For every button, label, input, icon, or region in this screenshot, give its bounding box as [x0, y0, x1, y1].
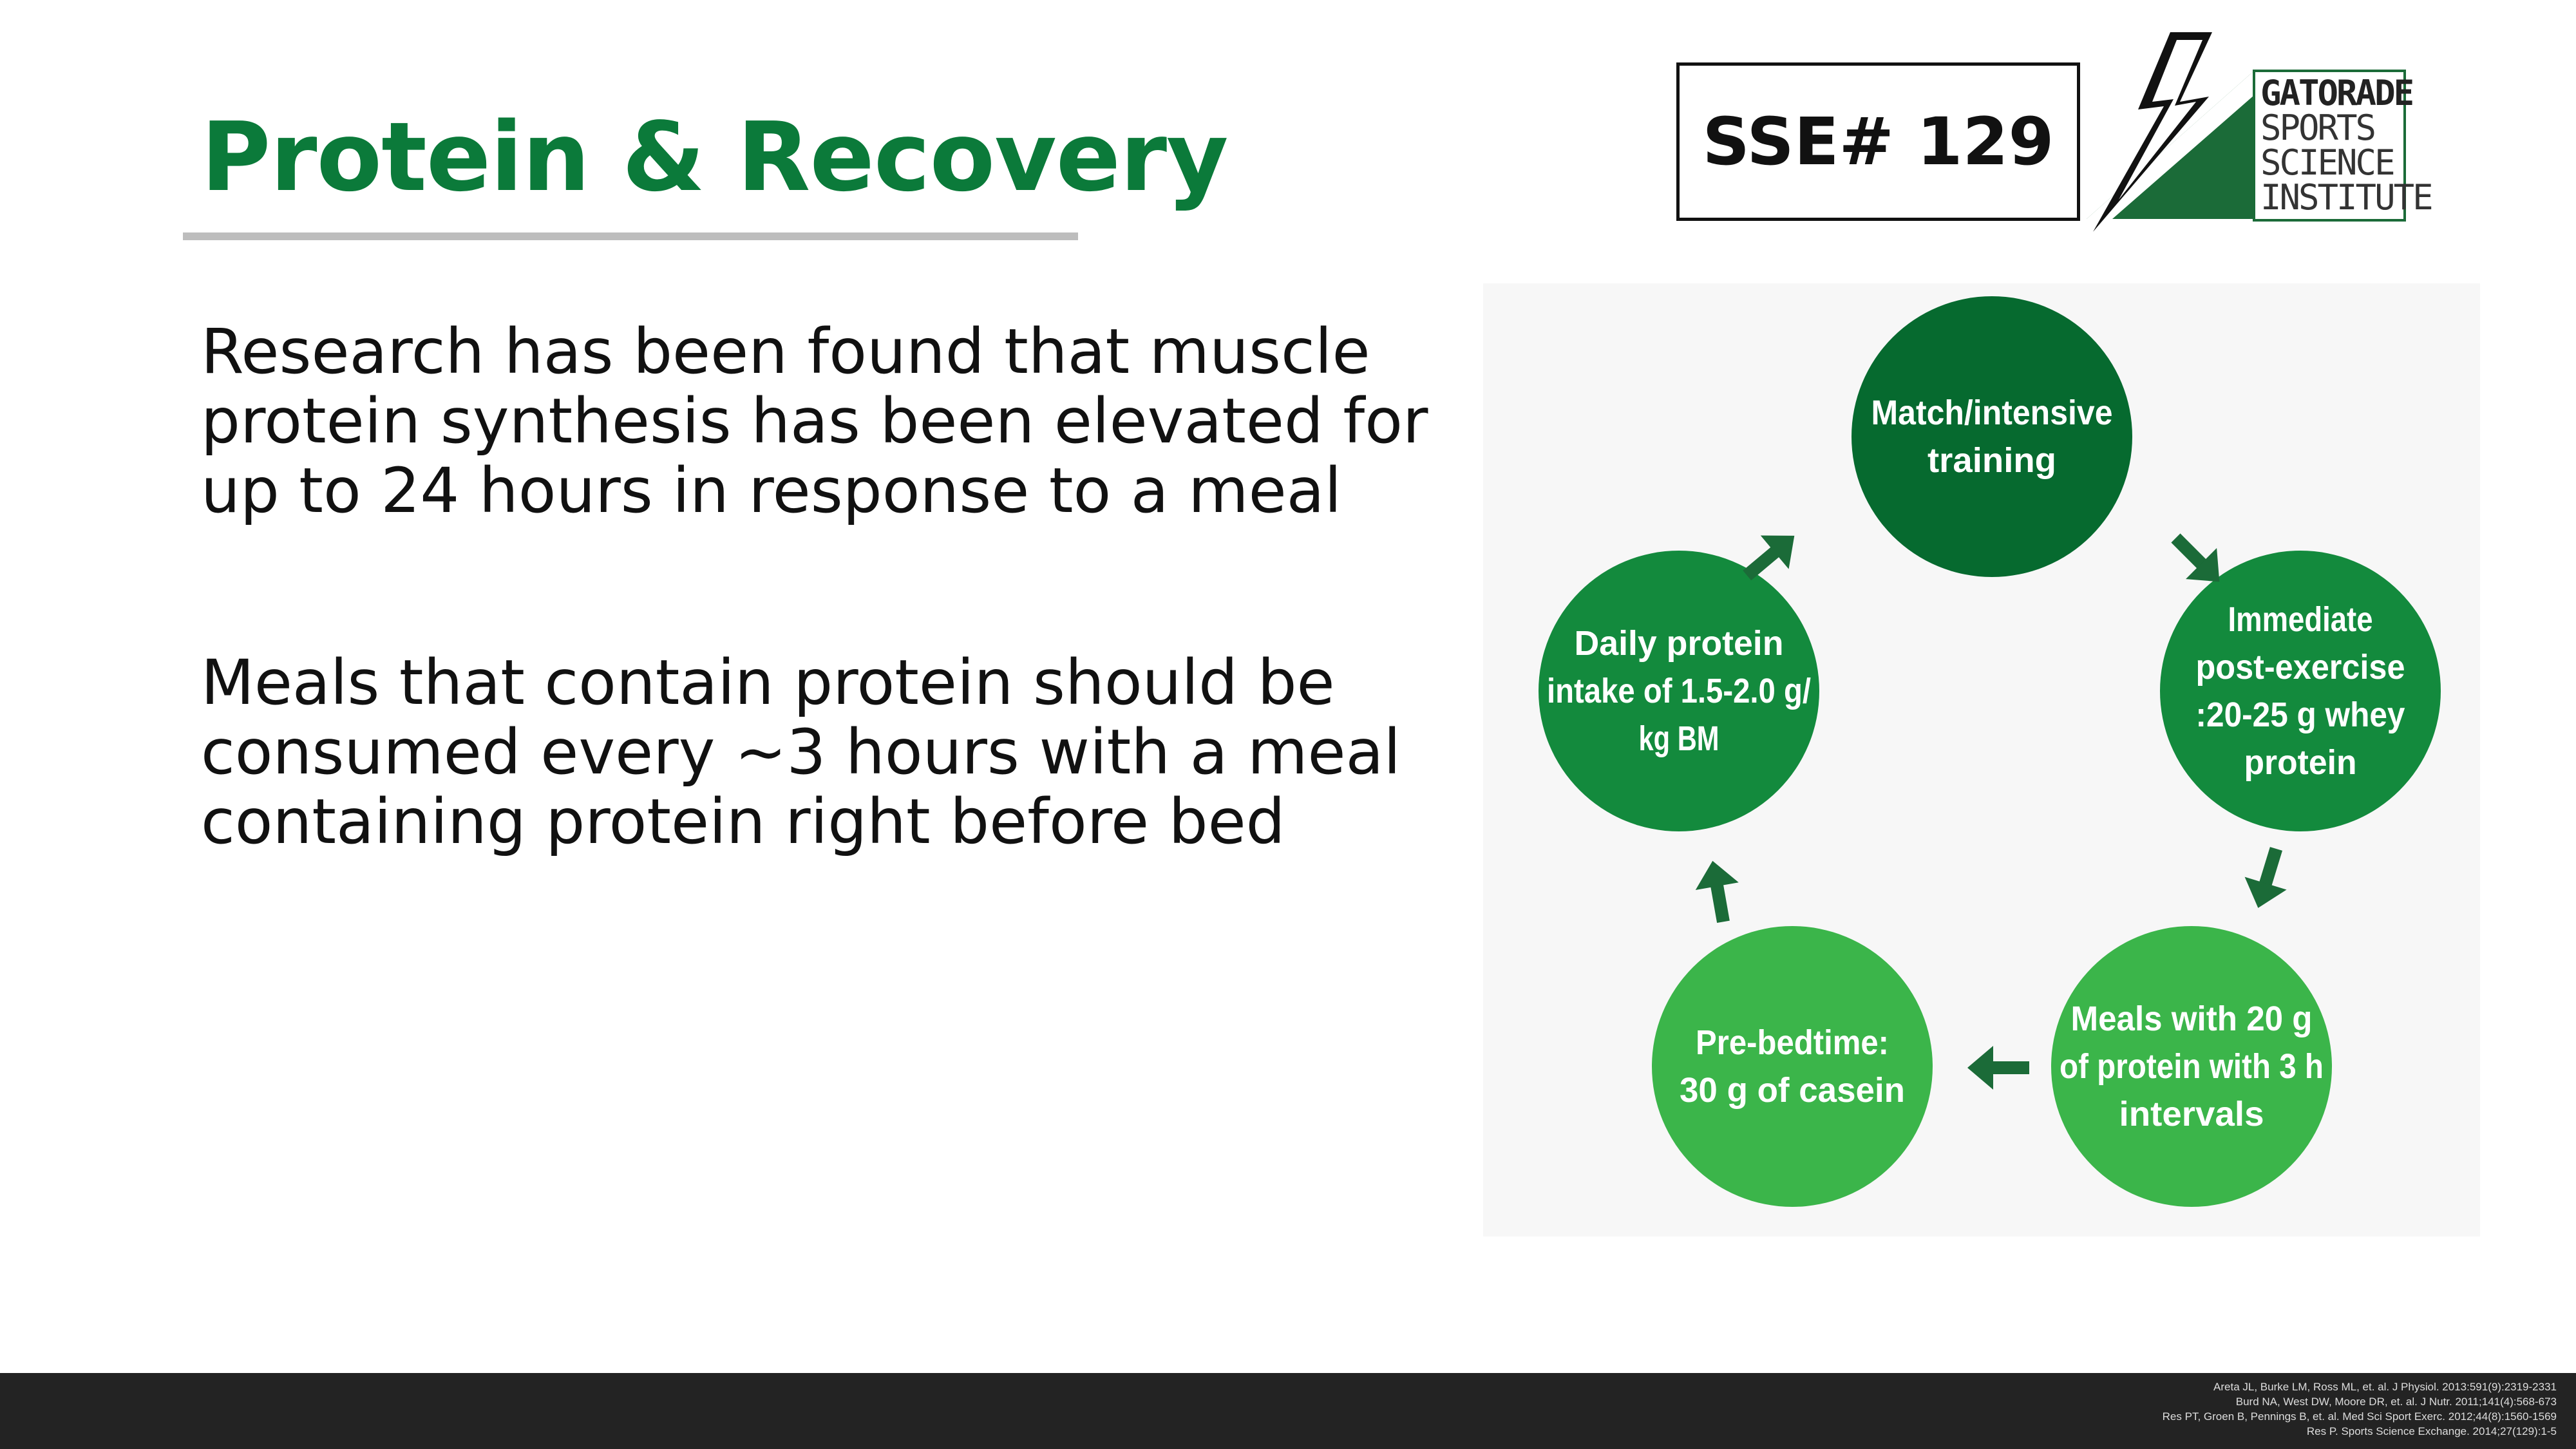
- sse-number-badge: SSE# 129: [1676, 62, 2080, 221]
- cycle-node-label-line: Match/intensive: [1871, 393, 2113, 432]
- cycle-node-circle: [1539, 551, 1819, 831]
- body-paragraph-synthesis: Research has been found that muscle prot…: [201, 316, 1428, 527]
- sse-number-label: SSE# 129: [1702, 103, 2054, 180]
- cycle-arrow-3-icon: [1967, 1046, 2029, 1090]
- slide-title: Protein & Recovery: [201, 102, 1229, 213]
- logo-line-sports: SPORTS: [2260, 108, 2376, 148]
- logo-line-science: SCIENCE: [2260, 142, 2396, 183]
- cycle-node-circle: [1652, 926, 1933, 1207]
- cycle-node-label-line: intake of 1.5-2.0 g/: [1547, 672, 1811, 710]
- reference-3: Res PT, Groen B, Pennings B, et. al. Med…: [2162, 1410, 2557, 1423]
- cycle-arrow-5-icon: [1743, 535, 1795, 581]
- cycle-node-label-line: 30 g of casein: [1680, 1071, 1905, 1110]
- title-underline: [183, 232, 1078, 240]
- gatorade-bolt-logo-icon: [2087, 32, 2254, 232]
- gatorade-sports-science-institute-wordmark: GATORADE SPORTS SCIENCE INSTITUTE: [2253, 70, 2434, 222]
- cycle-node-label-line: Pre-bedtime:: [1696, 1023, 1889, 1062]
- cycle-node-daily: Daily protein intake of 1.5-2.0 g/kg BM: [1539, 551, 1819, 831]
- cycle-node-circle: [2160, 551, 2441, 831]
- reference-1: Areta JL, Burke LM, Ross ML, et. al. J P…: [2213, 1381, 2557, 1393]
- cycle-node-label-line: intervals: [2119, 1095, 2264, 1133]
- cycle-node-label-line: of protein with 3 h: [2060, 1047, 2324, 1086]
- cycle-arrow-1-icon: [2171, 533, 2220, 582]
- cycle-node-training: Match/intensive training: [1852, 296, 2132, 577]
- cycle-node-pre-bedtime: Pre-bedtime: 30 g of casein: [1652, 926, 1933, 1207]
- cycle-node-circle: [1852, 296, 2132, 577]
- logo-line-gatorade: GATORADE: [2260, 73, 2414, 113]
- cycle-node-label-line: :20-25 g whey: [2196, 696, 2405, 734]
- footer-bar: Areta JL, Burke LM, Ross ML, et. al. J P…: [0, 1373, 2576, 1449]
- body-paragraph-meals: Meals that contain protein should be con…: [201, 647, 1401, 858]
- cycle-node-label-line: post-exercise: [2196, 648, 2405, 687]
- cycle-arrow-2-icon: [2244, 847, 2287, 908]
- reference-4: Res P. Sports Science Exchange. 2014;27(…: [2306, 1425, 2557, 1437]
- references-list: Areta JL, Burke LM, Ross ML, et. al. J P…: [2163, 1379, 2557, 1439]
- cycle-arrow-4-icon: [1695, 860, 1739, 923]
- cycle-node-label-line: protein: [2244, 743, 2357, 782]
- cycle-node-post-exercise: Immediate post-exercise :20-25 g whey prote…: [2160, 551, 2441, 831]
- cycle-node-label-line: Immediate: [2228, 600, 2373, 639]
- cycle-node-circle: [2051, 926, 2332, 1207]
- cycle-node-meals: Meals with 20 g of protein with 3 h interv…: [2051, 926, 2332, 1207]
- cycle-node-label-line: Daily protein: [1575, 624, 1784, 663]
- reference-2: Burd NA, West DW, Moore DR, et. al. J Nu…: [2235, 1396, 2557, 1408]
- logo-line-institute: INSTITUTE: [2260, 177, 2434, 218]
- cycle-node-label-line: Meals with 20 g: [2071, 999, 2313, 1038]
- cycle-node-label-line: training: [1927, 441, 2056, 480]
- cycle-node-label-line: kg BM: [1639, 719, 1719, 758]
